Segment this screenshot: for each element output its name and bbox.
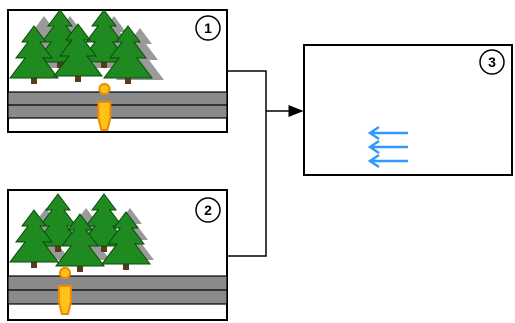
merge-connector	[227, 70, 304, 257]
panel-2: 2	[7, 189, 228, 321]
panel-1-number: 1	[204, 20, 212, 36]
panel-3-frame	[303, 44, 513, 176]
panel-1: 1	[7, 9, 228, 133]
person-icon	[57, 267, 72, 315]
motion-arrows	[367, 125, 408, 169]
left-arrow-icon	[367, 125, 408, 141]
left-arrow-icon	[367, 153, 408, 169]
panel-1-badge	[195, 15, 221, 41]
left-arrow-icon	[367, 139, 408, 155]
bracket-line	[227, 70, 267, 257]
panel-3-number: 3	[488, 54, 496, 70]
panel-2-number: 2	[204, 202, 212, 218]
panel-3: 3	[303, 44, 513, 176]
person-icon	[97, 83, 112, 131]
panel-3-badge	[479, 49, 505, 75]
panel-2-badge	[195, 197, 221, 223]
